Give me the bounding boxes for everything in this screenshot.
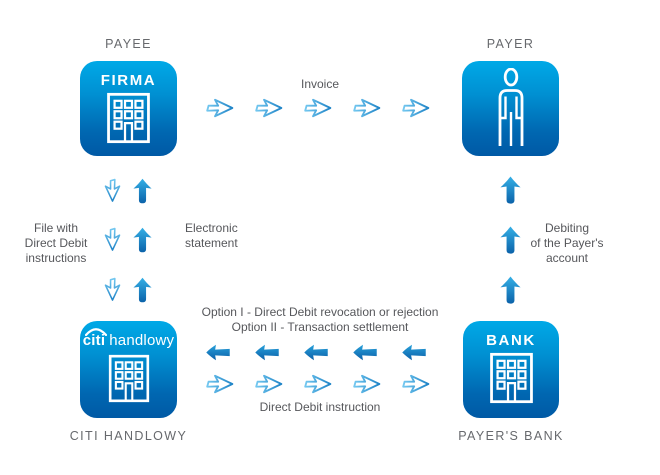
debiting-arrow [500,176,521,204]
bank-box-title: BANK [486,332,536,349]
file-statement-arrow-pair [103,177,152,204]
arrow-down-outline-icon [103,227,122,252]
arrow-down-outline-icon [103,178,122,203]
debiting-line-2: of the Payer's [530,236,604,250]
arrow-right-outline-icon [352,373,382,395]
file-line-2: Direct Debit [24,236,88,250]
arrow-left-solid-icon [351,344,379,361]
debiting-line-3: account [545,251,589,265]
debiting-text: Debiting of the Payer's account [513,221,621,266]
person-icon [493,68,529,148]
arrow-up-solid-icon [133,178,152,204]
option-1-line: Option I - Direct Debit revocation or re… [201,305,439,319]
arrow-right-outline-icon [205,97,235,119]
payers-bank-label: PAYER'S BANK [458,429,564,443]
arrow-right-outline-icon [205,373,235,395]
dd-instruction-label: Direct Debit instruction [259,400,381,414]
file-line-1: File with [33,221,78,235]
building-icon [108,354,150,403]
statement-line-2: statement [185,236,238,250]
arrow-left-solid-icon [204,344,232,361]
invoice-arrow-row [205,97,431,119]
arrow-down-outline-icon [103,277,122,302]
citi-handlowy-label: CITI HANDLOWY [69,429,188,443]
arrow-right-outline-icon [254,97,284,119]
electronic-statement-text: Electronic statement [185,221,285,251]
debiting-arrow [500,276,521,304]
arrow-left-solid-icon [302,344,330,361]
invoice-label: Invoice [300,77,340,91]
arrow-up-solid-icon [133,227,152,253]
payee-label: PAYEE [105,37,152,51]
arrow-right-outline-icon [303,97,333,119]
payer-label: PAYER [486,37,535,51]
building-icon [489,352,534,404]
arrow-up-solid-icon [500,276,521,304]
citi-logo-word: citi [83,331,105,351]
option-2-line: Option II - Transaction settlement [231,319,409,334]
debiting-line-1: Debiting [544,221,590,235]
options-text: Option I - Direct Debit revocation or re… [150,305,490,334]
arrow-up-solid-icon [500,176,521,204]
arrow-right-outline-icon [401,373,431,395]
arrow-right-outline-icon [401,97,431,119]
dd-instruction-arrow-row [205,373,431,395]
arrow-right-outline-icon [352,97,382,119]
payers-bank-node: BANK [463,321,559,418]
arrow-left-solid-icon [400,344,428,361]
payer-node [462,61,559,156]
statement-line-1: Electronic [185,221,238,235]
building-icon [106,92,151,144]
citi-handlowy-logo: citi handlowy [83,331,174,351]
citi-arc-icon [85,328,107,336]
arrow-up-solid-icon [133,277,152,303]
file-line-3: instructions [25,251,87,265]
payee-node: FIRMA [80,61,177,156]
file-with-dd-instructions-text: File with Direct Debit instructions [8,221,104,266]
citi-handlowy-node: citi handlowy [80,321,177,418]
firma-box-title: FIRMA [100,72,157,89]
file-statement-arrow-pair [103,226,152,253]
arrow-right-outline-icon [303,373,333,395]
settlement-arrow-row [204,344,428,361]
arrow-left-solid-icon [253,344,281,361]
handlowy-logo-word: handlowy [109,332,175,349]
arrow-right-outline-icon [254,373,284,395]
file-statement-arrow-pair [103,276,152,303]
